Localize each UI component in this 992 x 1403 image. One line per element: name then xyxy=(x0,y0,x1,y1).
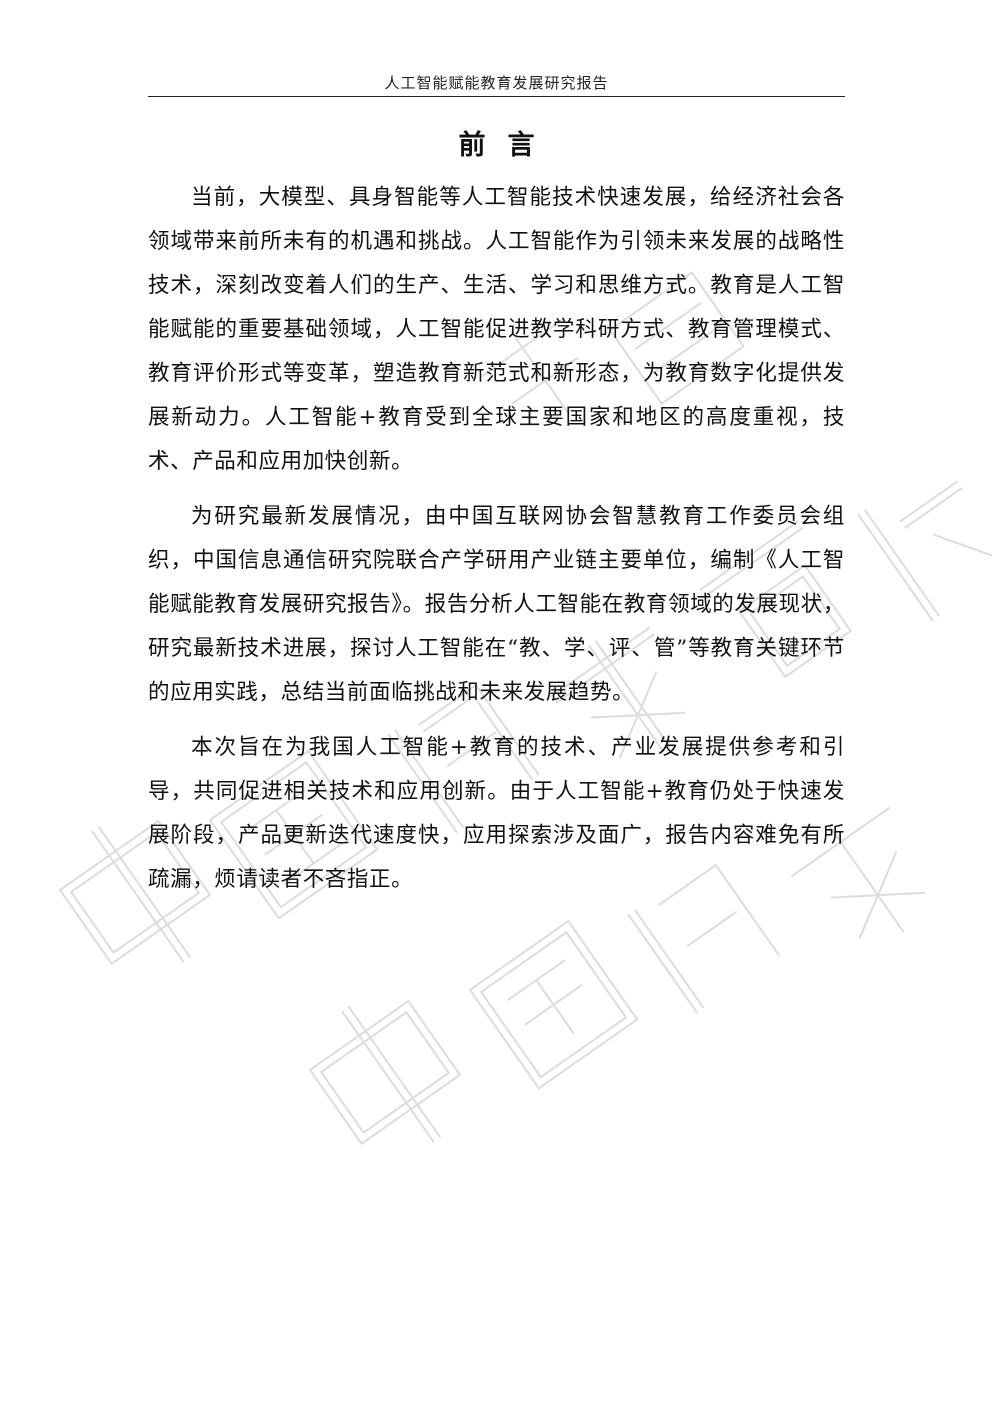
paragraph-1: 当前，大模型、具身智能等人工智能技术快速发展，给经济社会各领域带来前所未有的机遇… xyxy=(148,185,845,474)
header-rule xyxy=(148,96,845,97)
running-header: 人工智能赋能教育发展研究报告 xyxy=(384,74,609,92)
paragraph-2: 为研究最新发展情况，由中国互联网协会智慧教育工作委员会组织，中国信息通信研究院联… xyxy=(148,504,845,705)
body-text: 当前，大模型、具身智能等人工智能技术快速发展，给经济社会各领域带来前所未有的机遇… xyxy=(148,176,845,902)
page-title: 前言 xyxy=(458,130,557,161)
paragraph-3: 本次旨在为我国人工智能+教育的技术、产业发展提供参考和引导，共同促进相关技术和应… xyxy=(148,735,845,892)
